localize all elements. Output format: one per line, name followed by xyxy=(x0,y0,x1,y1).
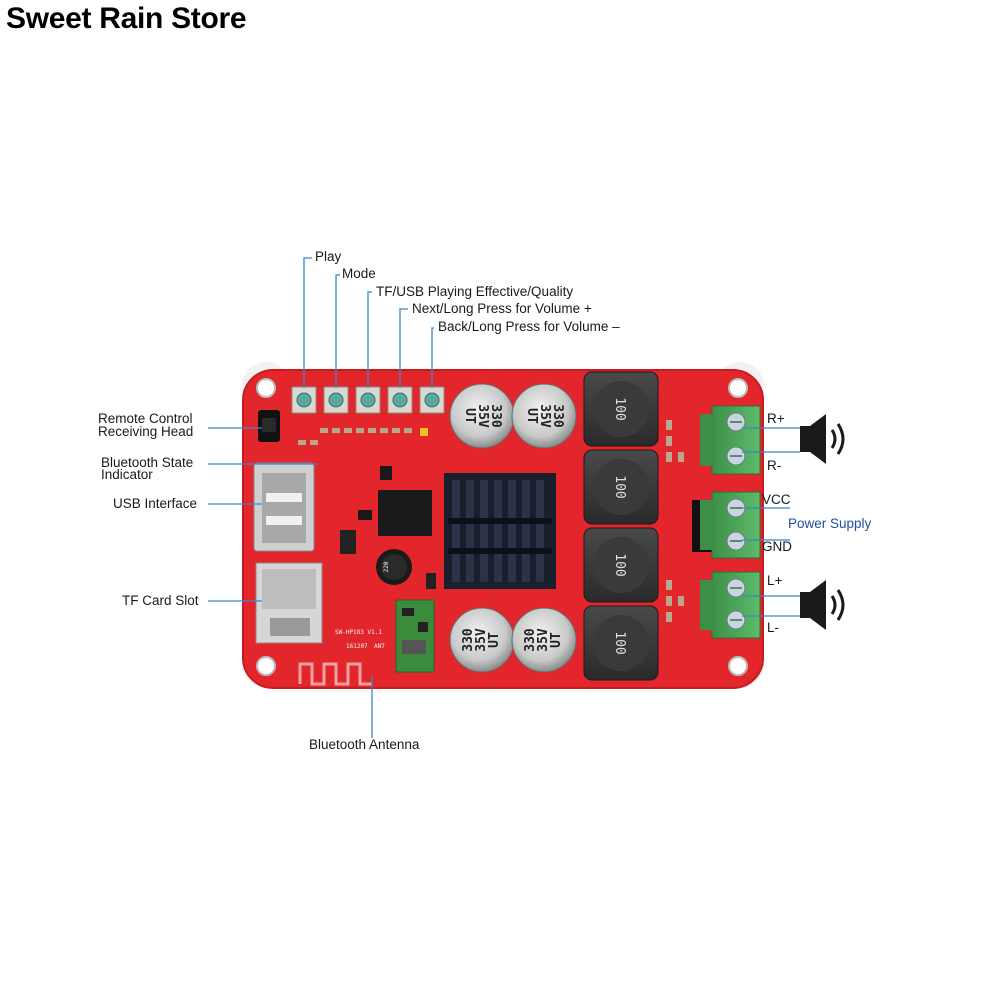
play-button[interactable] xyxy=(291,386,317,414)
label-bluetooth-antenna: Bluetooth Antenna xyxy=(309,737,420,752)
inductor-4: 100 xyxy=(583,605,659,681)
small-capacitor: 220 xyxy=(376,549,412,585)
inductor-1: 100 xyxy=(583,371,659,447)
mounting-hole xyxy=(728,378,748,398)
label-bt-state-line1: Bluetooth State xyxy=(101,455,193,470)
capacitor-top-left: 330 35V UT xyxy=(449,383,515,449)
inductor-text: 100 xyxy=(612,631,627,654)
smd-column xyxy=(666,420,684,622)
cap-line-2: 35V xyxy=(474,628,489,652)
label-mode: Mode xyxy=(342,266,376,281)
cap-line-1: 330 xyxy=(488,404,503,428)
chips xyxy=(340,466,436,589)
bluetooth-module xyxy=(395,599,435,673)
terminal-left-speaker xyxy=(700,571,761,639)
smd-row xyxy=(298,428,412,445)
label-l-plus: L+ xyxy=(767,573,783,588)
left-leaders xyxy=(208,427,318,602)
label-power-supply: Power Supply xyxy=(788,516,872,531)
usb-port xyxy=(253,462,315,552)
ir-receiver xyxy=(258,410,280,442)
next-button[interactable] xyxy=(387,386,413,414)
speaker-icon xyxy=(800,414,845,464)
inductor-text: 100 xyxy=(612,397,627,420)
label-vcc: VCC xyxy=(762,492,791,507)
cap-line-1: 330 xyxy=(550,404,565,428)
cap-line-1: 330 xyxy=(523,628,538,652)
label-gnd: GND xyxy=(762,539,792,554)
cap-line-2: 35V xyxy=(537,404,552,428)
capacitor-top-right: 330 35V UT xyxy=(511,383,577,449)
inductor-text: 100 xyxy=(612,475,627,498)
label-r-plus: R+ xyxy=(767,411,785,426)
capacitor-bottom-right: 330 35V UT xyxy=(511,607,577,673)
label-usb-interface: USB Interface xyxy=(113,496,197,511)
label-r-minus: R- xyxy=(767,458,781,473)
label-l-minus: L- xyxy=(767,620,779,635)
cap-line-3: UT xyxy=(487,632,502,648)
antenna-trace xyxy=(298,662,372,686)
label-tf-usb-quality: TF/USB Playing Effective/Quality xyxy=(376,284,573,299)
main-ic xyxy=(378,490,432,536)
cap-line-3: UT xyxy=(462,408,477,424)
back-button[interactable] xyxy=(419,386,445,414)
label-play: Play xyxy=(315,249,342,264)
mounting-hole xyxy=(256,656,276,676)
inductor-3: 100 xyxy=(583,527,659,603)
silk-date: 161207 xyxy=(346,643,368,650)
right-leaders xyxy=(742,427,800,617)
silk-model: SW-HP183 V1.1 xyxy=(335,629,382,636)
quality-button[interactable] xyxy=(355,386,381,414)
mounting-hole xyxy=(728,656,748,676)
store-title: Sweet Rain Store xyxy=(6,2,247,35)
silk-ant: ANT xyxy=(374,643,385,650)
label-tf-card-slot: TF Card Slot xyxy=(122,593,199,608)
terminal-right-speaker xyxy=(700,405,761,475)
small-cap-text: 220 xyxy=(383,561,390,572)
capacitor-bottom-left: 330 35V UT xyxy=(449,607,515,673)
inductor-text: 100 xyxy=(612,553,627,576)
cap-line-3: UT xyxy=(524,408,539,424)
mode-button[interactable] xyxy=(323,386,349,414)
mounting-hole xyxy=(256,378,276,398)
label-next-volume-up: Next/Long Press for Volume + xyxy=(412,301,592,316)
cap-line-2: 35V xyxy=(475,404,490,428)
tf-card-slot xyxy=(255,562,323,644)
status-led xyxy=(420,428,428,436)
cap-line-3: UT xyxy=(549,632,564,648)
terminal-power xyxy=(700,491,761,559)
push-buttons xyxy=(291,386,445,414)
label-remote-line1: Remote Control xyxy=(98,411,193,426)
label-remote-line2: Receiving Head xyxy=(98,424,193,439)
cap-line-1: 330 xyxy=(461,628,476,652)
label-back-volume-down: Back/Long Press for Volume – xyxy=(438,319,620,334)
cap-line-2: 35V xyxy=(536,628,551,652)
label-bt-state-line2: Indicator xyxy=(101,467,153,482)
top-leaders xyxy=(303,257,434,388)
speaker-icon xyxy=(800,580,845,630)
inductor-2: 100 xyxy=(583,449,659,525)
heatsink xyxy=(444,473,556,589)
